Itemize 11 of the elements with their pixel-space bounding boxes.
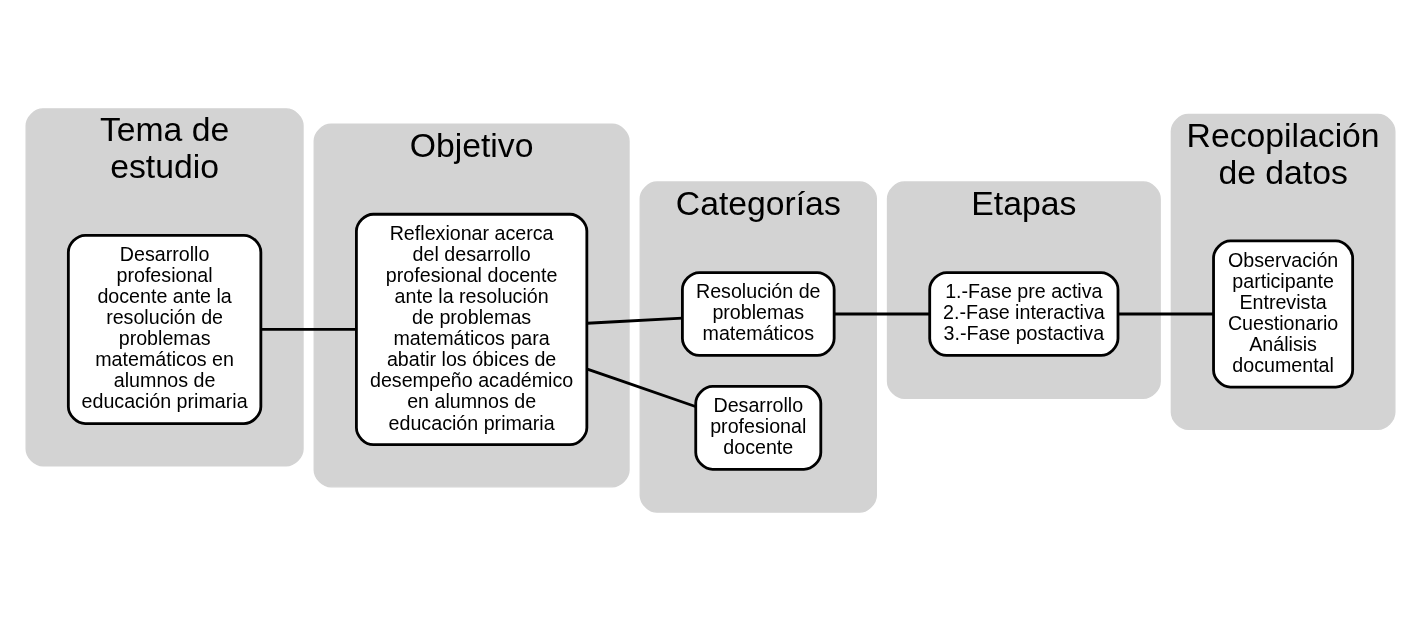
node-box: Observación participante Entrevista Cuestionario Análisis documental [1212,239,1355,389]
connector [261,328,357,331]
node-box: Desarrollo profesional docente [694,384,823,471]
connector [586,367,696,408]
connector [834,312,930,316]
node-box: Resolución de problemas matemáticos [681,271,836,357]
node-box: 1.-Fase pre activa 2.-Fase interactiva 3.-Fase postactiva [928,271,1120,357]
node-box: Reflexionar acerca del desarrollo profesional docente ante la resolución de problemas matemáticos para abatir los óbices de desempeño académico en alumnos de educación primaria [355,212,589,447]
connector [587,316,683,325]
node-box: Desarrollo profesional docente ante la resolución de problemas matemáticos en alumnos de educación primaria [66,233,263,425]
connector [1118,312,1214,316]
